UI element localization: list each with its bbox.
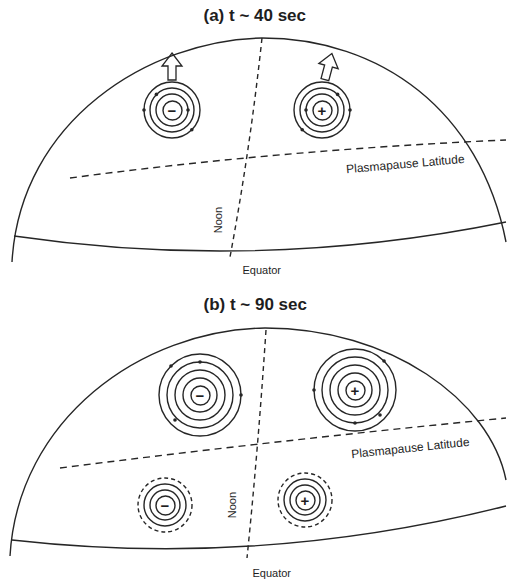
ring-dot [304, 108, 308, 112]
ring-dot [300, 128, 304, 132]
ring-dot [142, 108, 146, 112]
ring-dot [186, 108, 190, 112]
polarity-sign: − [196, 388, 205, 403]
motion-arrow [315, 51, 341, 82]
vortex-ring [159, 354, 241, 436]
vortex-ring [144, 484, 186, 526]
vortex-ring [338, 373, 372, 407]
circle-shape [156, 496, 175, 515]
vortex-ring [294, 82, 350, 138]
vortex-ring [314, 349, 396, 431]
vortex-ring-dashed [278, 473, 332, 527]
equator-line [14, 222, 506, 251]
vortex-ring [322, 357, 388, 423]
vortex-ring [175, 370, 225, 420]
vortex-ring [183, 378, 217, 412]
ring-dot [173, 418, 177, 422]
vortex-ring [150, 490, 180, 520]
vortex-center-circle: − [162, 100, 183, 121]
vortex-center-circle: − [190, 385, 211, 406]
ring-dot [312, 388, 316, 392]
plasmapause-label: Plasmapause Latitude [343, 152, 466, 176]
vortex-ring-dashed [138, 478, 192, 532]
ring-dot [382, 359, 386, 363]
ring-dot [348, 108, 352, 112]
vortex-center-circle: − [155, 495, 176, 516]
polarity-sign: − [168, 103, 177, 118]
ring-dot [169, 364, 173, 368]
ring-dot [198, 360, 202, 364]
vortex-ring [300, 88, 344, 132]
vortex-center-circle: + [345, 380, 366, 401]
ring-dot [336, 93, 340, 97]
panel-title: (a) t ~ 40 sec [202, 7, 309, 26]
panel-title: (b) t ~ 90 sec [202, 296, 309, 315]
noon-label: Noon [212, 205, 224, 235]
circle-shape [296, 491, 315, 510]
ring-dot [155, 93, 159, 97]
equator-line [12, 506, 506, 549]
vortex-center-circle: + [295, 490, 316, 511]
circle-shape [191, 386, 210, 405]
vortex-ring [330, 365, 380, 415]
vortex-ring [150, 88, 194, 132]
vortex-ring [156, 94, 188, 126]
circle-shape [163, 101, 182, 120]
ring-dot [190, 128, 194, 132]
motion-arrow [162, 53, 182, 80]
ring-dot [378, 413, 382, 417]
equator-label: Equator [251, 567, 294, 579]
polarity-sign: − [161, 498, 170, 513]
circle-shape [313, 101, 332, 120]
hemisphere-outline [12, 38, 506, 262]
vortex-center-circle: + [312, 100, 333, 121]
noon-meridian [230, 38, 262, 257]
vortex-ring [144, 82, 200, 138]
noon-label: Noon [226, 490, 238, 520]
vortex-ring [167, 362, 233, 428]
vortex-ring [290, 485, 320, 515]
ring-dot [239, 393, 243, 397]
ring-dot [353, 421, 357, 425]
circle-shape [346, 381, 365, 400]
plasmapause-line [70, 140, 506, 178]
vortex-ring [284, 479, 326, 521]
plasmapause-label: Plasmapause Latitude [348, 435, 471, 461]
equator-label: Equator [241, 264, 284, 276]
polarity-sign: + [351, 383, 360, 398]
plasmapause-line [60, 418, 506, 468]
polarity-sign: + [318, 103, 327, 118]
polarity-sign: + [301, 493, 310, 508]
vortex-ring [306, 94, 338, 126]
